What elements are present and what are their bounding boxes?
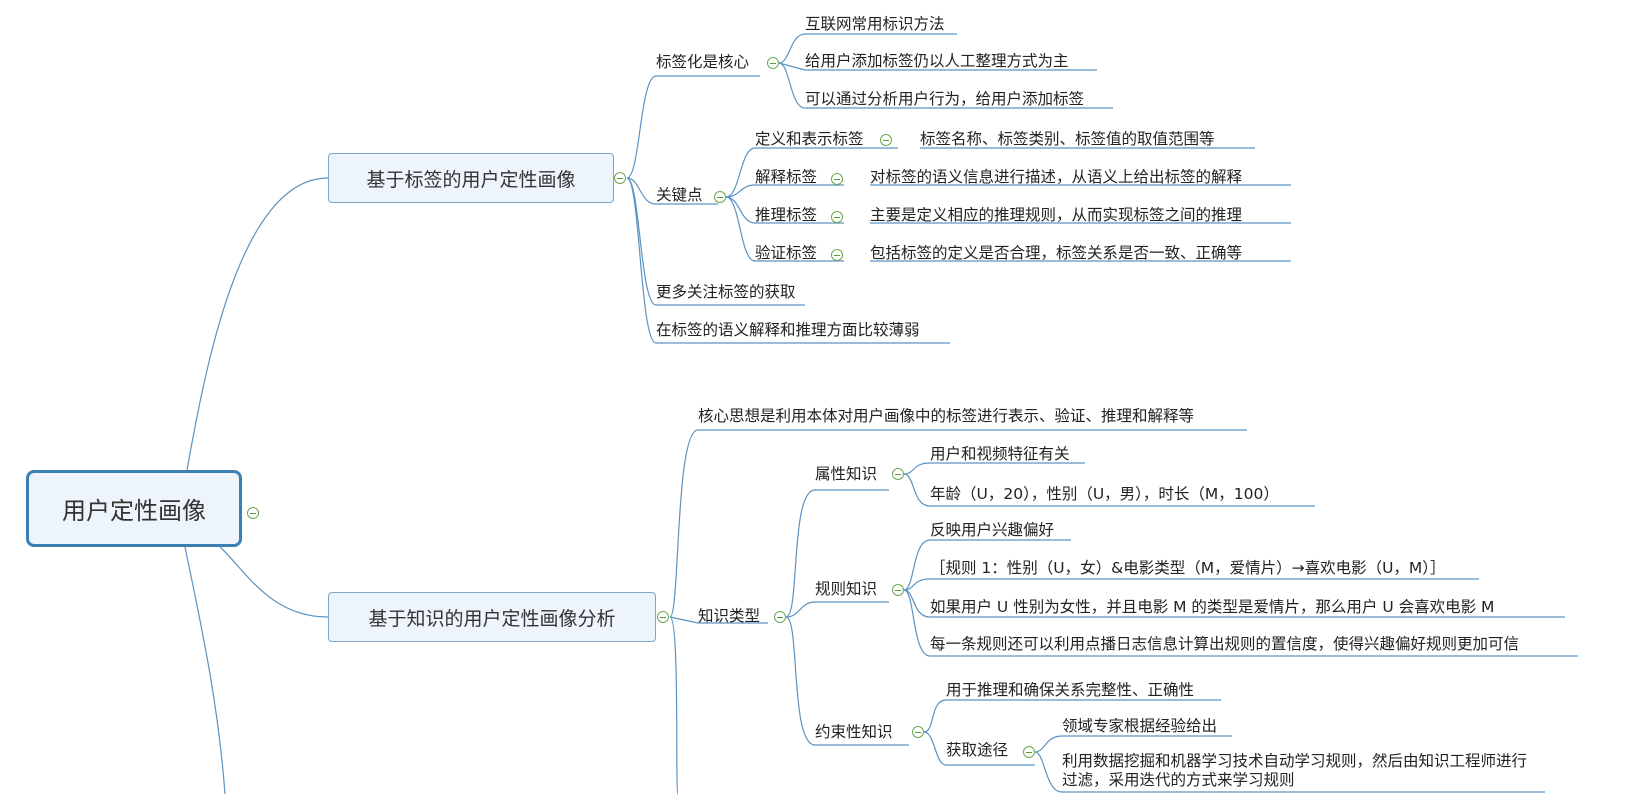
rule-item[interactable]: ［规则 1：性别（U，女）&电影类型（M，爱情片）→喜欢电影（U，M）］ <box>930 559 1446 577</box>
rule-knowledge-label[interactable]: 规则知识 <box>815 580 878 598</box>
acquire-item[interactable]: 利用数据挖掘和机器学习技术自动学习规则，然后由知识工程师进行过滤，采用迭代的方式… <box>1062 752 1528 789</box>
collapse-toggle-icon[interactable] <box>880 134 892 146</box>
key-item-detail[interactable]: 对标签的语义信息进行描述，从语义上给出标签的解释 <box>870 168 1243 186</box>
key-item-label[interactable]: 推理标签 <box>755 206 818 224</box>
rule-item[interactable]: 每一条规则还可以利用点播日志信息计算出规则的置信度，使得兴趣偏好规则更加可信 <box>930 635 1520 653</box>
collapse-toggle-icon[interactable] <box>714 191 726 203</box>
rule-item[interactable]: 反映用户兴趣偏好 <box>930 521 1055 539</box>
core-item[interactable]: 给用户添加标签仍以人工整理方式为主 <box>805 52 1069 70</box>
collapse-toggle-icon[interactable] <box>767 57 779 69</box>
note-item[interactable]: 更多关注标签的获取 <box>656 283 796 301</box>
key-item-detail[interactable]: 标签名称、标签类别、标签值的取值范围等 <box>920 130 1215 148</box>
core-label[interactable]: 标签化是核心 <box>656 53 750 71</box>
rule-item[interactable]: 如果用户 U 性别为女性，并且电影 M 的类型是爱情片，那么用户 U 会喜欢电影… <box>930 598 1495 616</box>
collapse-toggle-icon[interactable] <box>892 584 904 596</box>
collapse-toggle-icon[interactable] <box>657 611 669 623</box>
core-item[interactable]: 互联网常用标识方法 <box>805 15 945 33</box>
key-points-label[interactable]: 关键点 <box>656 186 703 204</box>
collapse-toggle-icon[interactable] <box>831 173 843 185</box>
key-item-detail[interactable]: 主要是定义相应的推理规则，从而实现标签之间的推理 <box>870 206 1243 224</box>
branch-knowledge-based[interactable]: 基于知识的用户定性画像分析 <box>328 592 656 642</box>
collapse-toggle-icon[interactable] <box>1023 746 1035 758</box>
collapse-toggle-icon[interactable] <box>831 211 843 223</box>
collapse-toggle-icon[interactable] <box>912 726 924 738</box>
branch-tag-based[interactable]: 基于标签的用户定性画像 <box>328 153 614 203</box>
constraint-item[interactable]: 用于推理和确保关系完整性、正确性 <box>946 681 1195 699</box>
key-item-label[interactable]: 验证标签 <box>755 244 818 262</box>
collapse-toggle-icon[interactable] <box>614 172 626 184</box>
key-item-label[interactable]: 解释标签 <box>755 168 818 186</box>
root-node[interactable]: 用户定性画像 <box>26 470 242 547</box>
key-item-label[interactable]: 定义和表示标签 <box>755 130 864 148</box>
attr-item[interactable]: 用户和视频特征有关 <box>930 445 1070 463</box>
acquire-label[interactable]: 获取途径 <box>946 741 1009 759</box>
constraint-knowledge-label[interactable]: 约束性知识 <box>815 723 893 741</box>
key-item-detail[interactable]: 包括标签的定义是否合理，标签关系是否一致、正确等 <box>870 244 1243 262</box>
core-item[interactable]: 可以通过分析用户行为，给用户添加标签 <box>805 90 1085 108</box>
collapse-toggle-icon[interactable] <box>774 611 786 623</box>
knowledge-types-label[interactable]: 知识类型 <box>698 607 761 625</box>
collapse-toggle-icon[interactable] <box>247 507 259 519</box>
core-idea[interactable]: 核心思想是利用本体对用户画像中的标签进行表示、验证、推理和解释等 <box>698 407 1195 425</box>
acquire-item[interactable]: 领域专家根据经验给出 <box>1062 717 1218 735</box>
collapse-toggle-icon[interactable] <box>892 468 904 480</box>
note-item[interactable]: 在标签的语义解释和推理方面比较薄弱 <box>656 321 920 339</box>
attr-item[interactable]: 年龄（U，20），性别（U，男），时长（M，100） <box>930 485 1279 503</box>
attr-knowledge-label[interactable]: 属性知识 <box>815 465 878 483</box>
collapse-toggle-icon[interactable] <box>831 249 843 261</box>
